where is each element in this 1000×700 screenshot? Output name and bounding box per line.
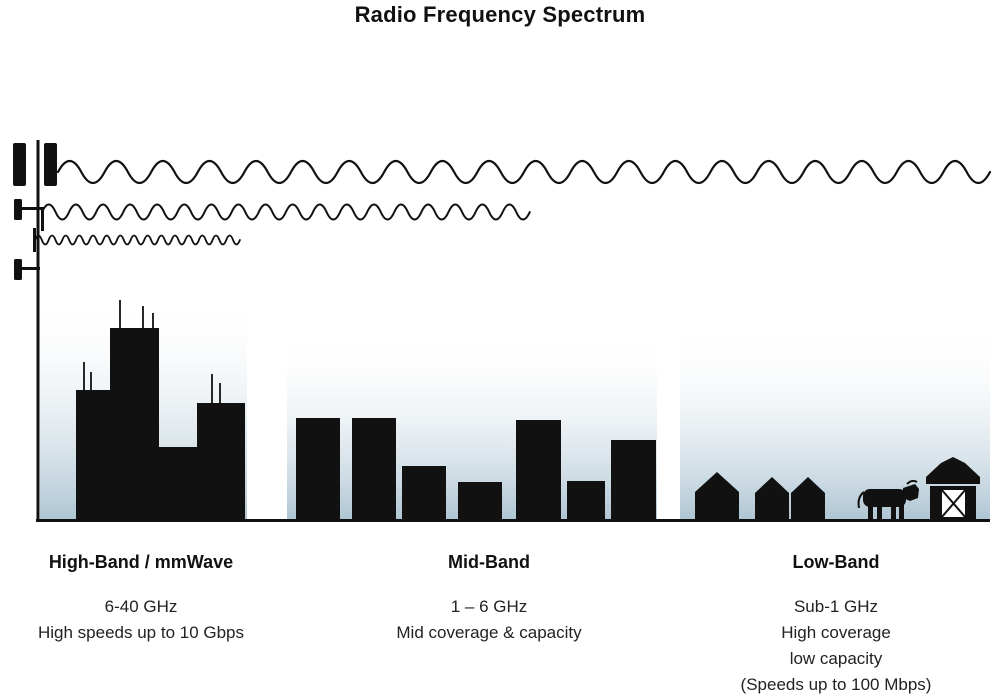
low-band-details: Sub-1 GHz High coverage low capacity (Sp… [741, 594, 932, 698]
cow-leg [899, 504, 904, 520]
mid-band-description: Mid coverage & capacity [396, 623, 582, 642]
low-band-description: High coverage [781, 623, 891, 642]
building [352, 418, 396, 520]
low-band-label: Low-Band Sub-1 GHz High coverage low cap… [741, 551, 932, 698]
building [458, 482, 502, 520]
midrise-buildings-icon [296, 418, 656, 520]
houses-icon [695, 472, 825, 520]
mid-band-name: Mid-Band [448, 552, 530, 572]
house [755, 477, 789, 520]
high-band-details: 6-40 GHz High speeds up to 10 Gbps [38, 594, 244, 646]
building [197, 403, 245, 520]
building [110, 328, 159, 520]
house [695, 472, 739, 520]
tower-crossarm [14, 267, 40, 270]
cow-leg [891, 504, 896, 520]
barn-door-brace [940, 488, 967, 519]
building [611, 440, 656, 520]
cow-body [863, 489, 906, 507]
tower-mast [36, 140, 40, 521]
short-wavelength-wave-icon [34, 234, 241, 246]
tower-crossarm [14, 207, 44, 210]
tower-antenna-panel [44, 143, 57, 186]
cow-tail [857, 491, 865, 509]
building [516, 420, 561, 520]
mid-band-frequency: 1 – 6 GHz [450, 597, 528, 616]
city-skyline-icon [76, 300, 245, 520]
high-band-description: High speeds up to 10 Gbps [37, 623, 245, 642]
cow-leg [868, 504, 873, 520]
high-band-frequency: 6-40 GHz [104, 597, 178, 616]
high-band-label: High-Band / mmWave 6-40 GHz High speeds … [38, 551, 244, 646]
mid-band-label: Mid-Band 1 – 6 GHz Mid coverage & capaci… [396, 551, 581, 646]
tower-antenna-rod [41, 207, 44, 231]
medium-wavelength-wave-icon [41, 203, 531, 221]
low-band-description: (Speeds up to 100 Mbps) [740, 675, 932, 694]
barn-icon [926, 457, 980, 520]
cow-horns [906, 479, 918, 485]
high-band-name: High-Band / mmWave [48, 552, 234, 572]
building [296, 418, 340, 520]
building [159, 447, 197, 520]
low-band-name: Low-Band [792, 552, 880, 572]
tower-antenna-panel [13, 143, 26, 186]
cow-leg [877, 504, 882, 520]
barn-roof [926, 457, 980, 484]
mid-band-details: 1 – 6 GHz Mid coverage & capacity [396, 594, 581, 646]
cow-head [903, 484, 919, 501]
cow-icon [857, 479, 919, 520]
building [76, 390, 110, 520]
low-band-description: low capacity [789, 649, 883, 668]
house [791, 477, 825, 520]
spectrum-illustration [13, 140, 992, 522]
long-wavelength-wave-icon [56, 159, 992, 185]
low-band-frequency: Sub-1 GHz [793, 597, 879, 616]
building [567, 481, 605, 520]
building [402, 466, 446, 520]
diagram-title: Radio Frequency Spectrum [354, 2, 646, 27]
rooftop-antennas [83, 300, 221, 405]
